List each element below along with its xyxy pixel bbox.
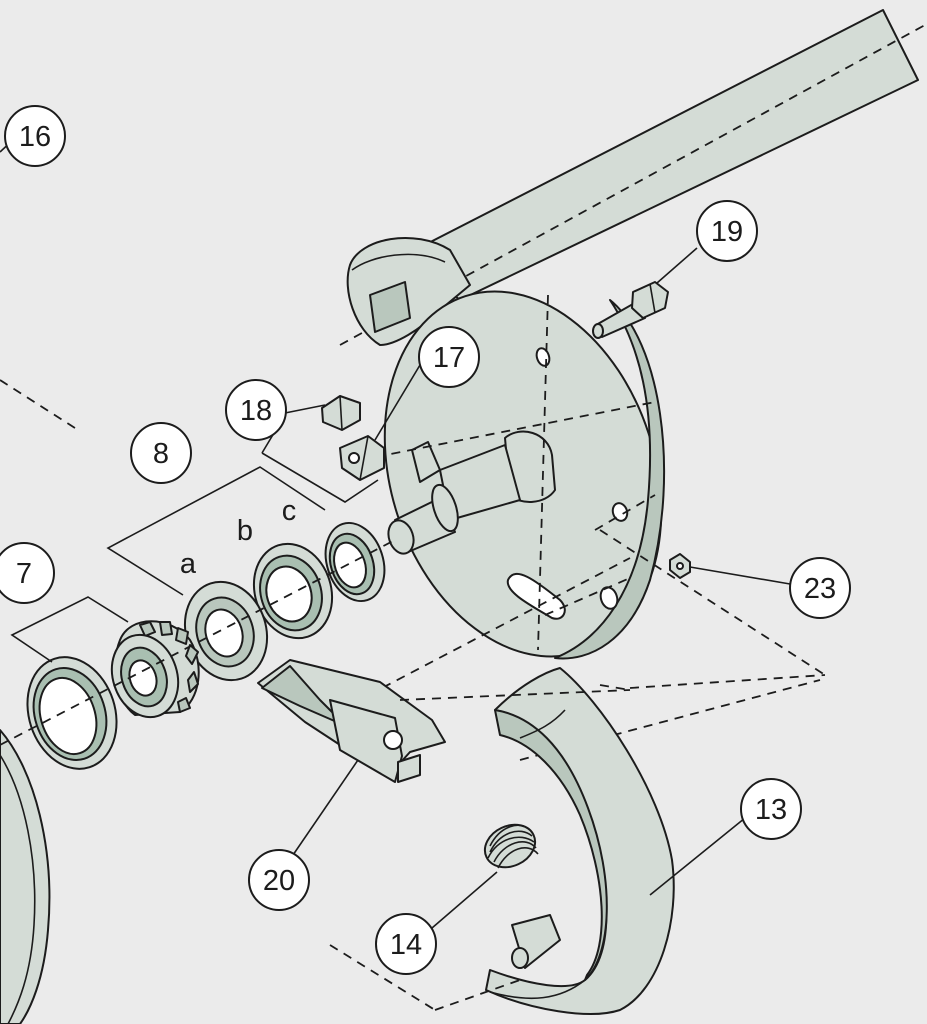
- brake-shoe-13: [485, 667, 675, 1015]
- sub-label-b: b: [237, 515, 253, 547]
- bolt-19: [592, 281, 669, 339]
- svg-text:23: 23: [804, 573, 836, 605]
- svg-text:20: 20: [263, 865, 295, 897]
- svg-text:17: 17: [433, 342, 465, 374]
- callout-14: 14: [375, 913, 437, 975]
- callout-19: 19: [696, 200, 758, 262]
- bearing-cup: [26, 656, 118, 770]
- tapered-roller-bearing: [110, 620, 200, 719]
- bearing-bracket-7: [10, 596, 129, 663]
- backing-plate-hole-right: [611, 502, 629, 522]
- part-18-block: [321, 395, 361, 431]
- backing-plate-slot: [506, 573, 566, 620]
- part-17-block: [339, 435, 385, 481]
- callout-17: 17: [418, 326, 480, 388]
- sub-label-c: c: [282, 495, 297, 527]
- callout-16: 16: [4, 105, 66, 167]
- callout-20: 20: [248, 849, 310, 911]
- callout-23: 23: [789, 557, 851, 619]
- backing-plate-hole-bottom: [599, 586, 619, 610]
- seal-c: [324, 521, 386, 603]
- svg-text:7: 7: [16, 558, 32, 590]
- callout-8: 8: [130, 422, 192, 484]
- washer-a: [183, 580, 269, 682]
- svg-text:14: 14: [390, 929, 422, 961]
- svg-text:18: 18: [240, 395, 272, 427]
- callout-13: 13: [740, 778, 802, 840]
- axle-mounting-bracket: [346, 237, 471, 346]
- callout-7: 7: [0, 542, 55, 604]
- spindle: [387, 430, 556, 555]
- brake-drum-edge: [0, 729, 51, 1024]
- svg-text:19: 19: [711, 216, 743, 248]
- svg-text:8: 8: [153, 438, 169, 470]
- nut-23: [669, 553, 691, 579]
- callout-18: 18: [225, 379, 287, 441]
- svg-text:13: 13: [755, 794, 787, 826]
- sub-label-a: a: [180, 548, 197, 580]
- svg-text:16: 16: [19, 121, 51, 153]
- bearing-kit-bracket-8: [106, 466, 326, 596]
- spring-14: [483, 823, 539, 869]
- brake-actuator-20: [257, 659, 446, 783]
